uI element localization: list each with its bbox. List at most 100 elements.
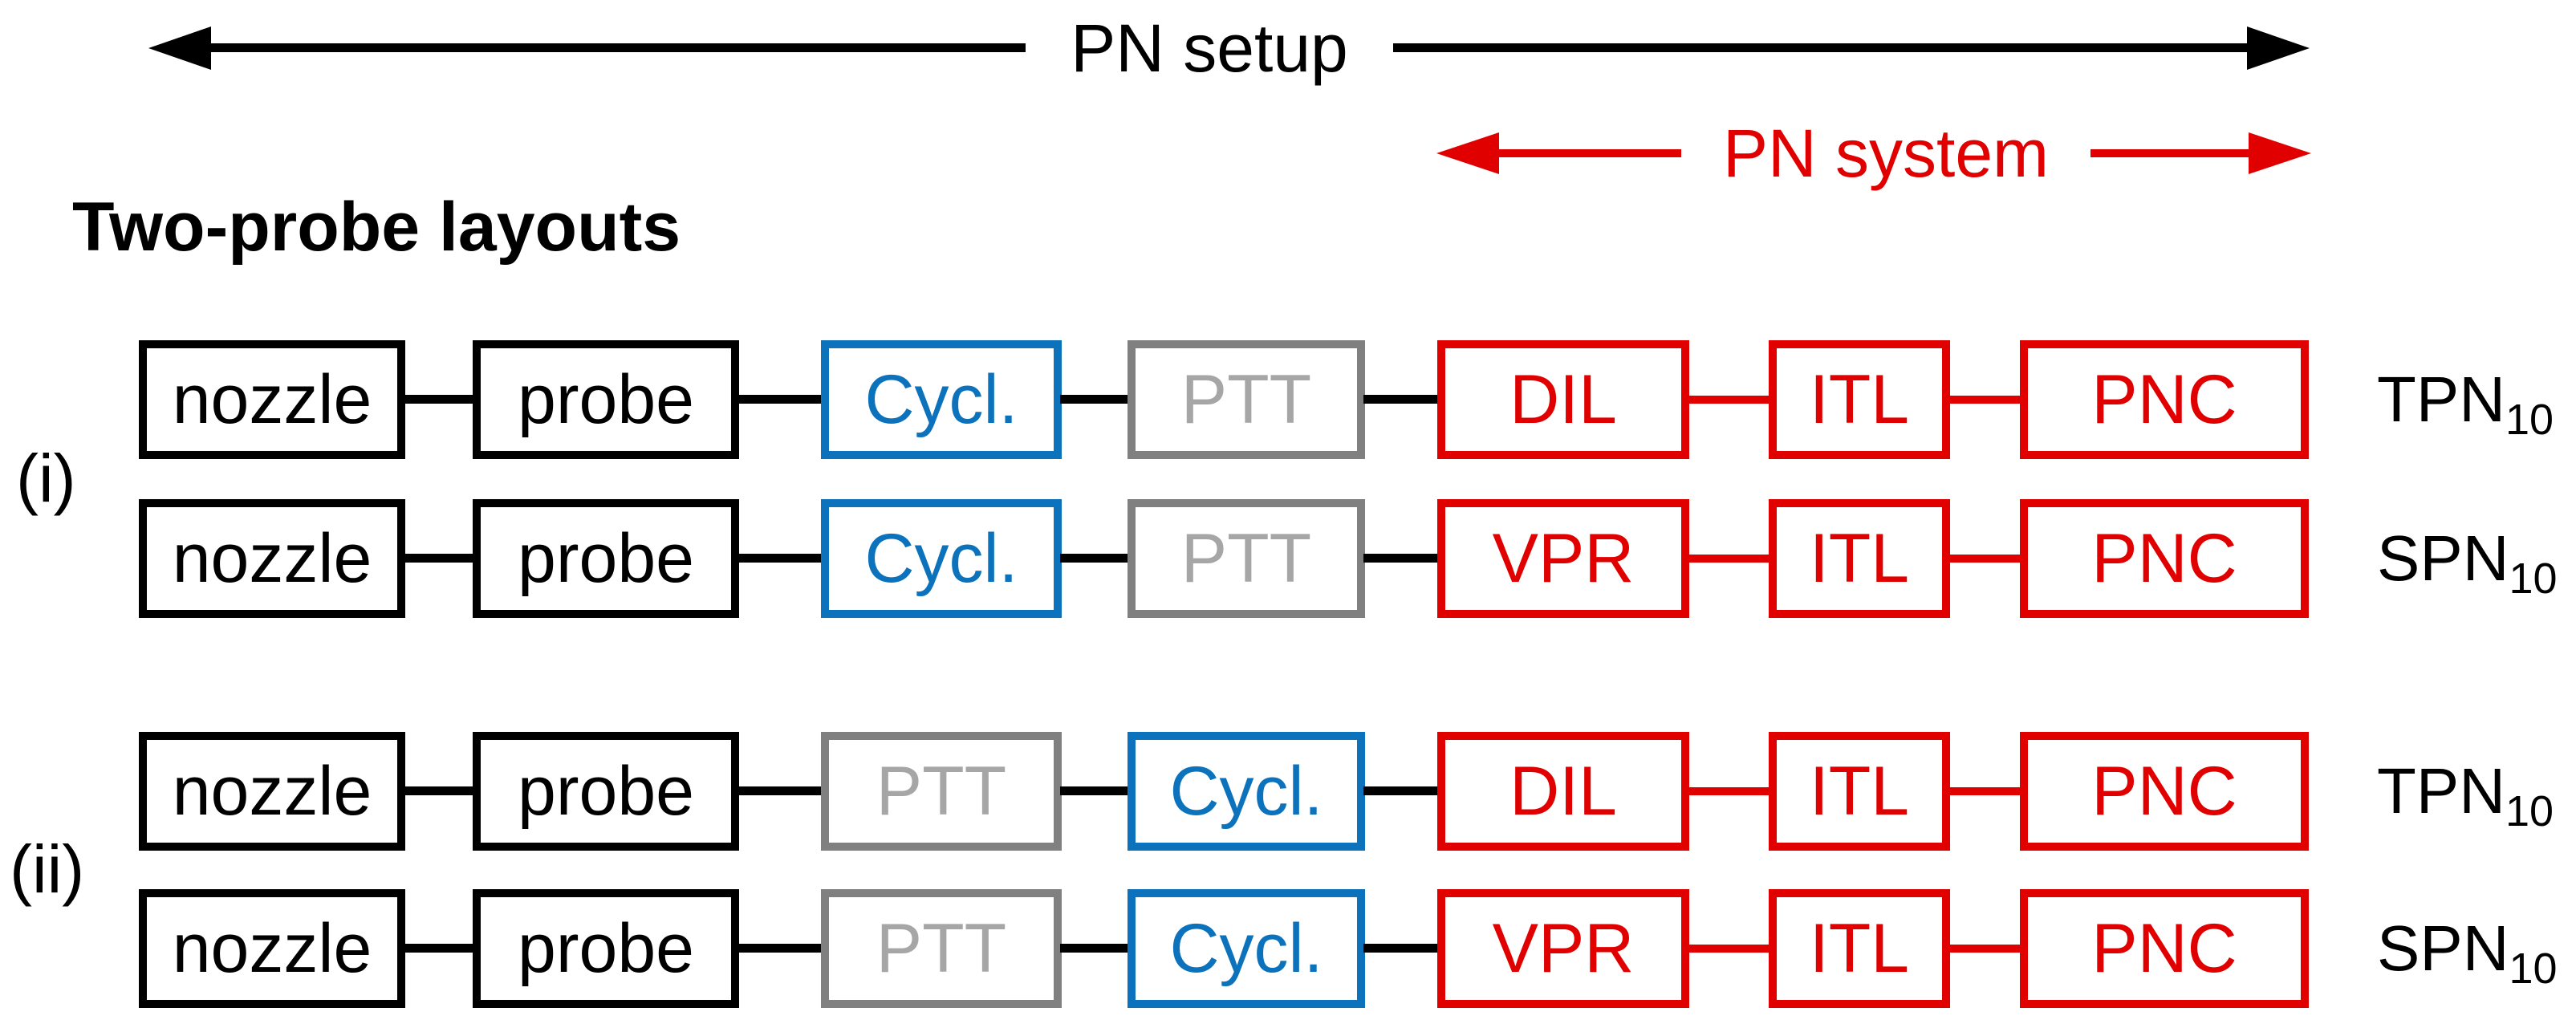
- section-label-ii: (ii): [10, 831, 85, 907]
- connector: [1948, 555, 2021, 563]
- connector: [1688, 396, 1770, 404]
- box-label: PNC: [2091, 753, 2237, 830]
- box-label: ITL: [1809, 753, 1910, 830]
- box-itl: ITL: [1769, 340, 1950, 459]
- row-label-tpn10: TPN10: [2377, 368, 2554, 442]
- connector: [1948, 945, 2021, 953]
- arrow-line: [207, 43, 1026, 52]
- flow-row-i-spn: nozzle probe Cycl. PTT VPR ITL PNC SPN10: [0, 499, 2576, 618]
- box-ptt: PTT: [1128, 499, 1365, 618]
- box-label: Cycl.: [864, 520, 1018, 597]
- connector: [1688, 787, 1770, 795]
- row-label-subscript: 10: [2505, 396, 2554, 444]
- connector: [1060, 554, 1129, 563]
- box-pnc: PNC: [2020, 732, 2309, 851]
- box-label: Cycl.: [864, 361, 1018, 438]
- box-nozzle: nozzle: [139, 889, 405, 1008]
- box-label: VPR: [1492, 910, 1635, 987]
- row-label-tpn10: TPN10: [2377, 759, 2554, 834]
- box-label: PNC: [2091, 520, 2237, 597]
- box-label: ITL: [1809, 361, 1910, 438]
- box-label: Cycl.: [1169, 753, 1323, 830]
- box-itl: ITL: [1769, 889, 1950, 1008]
- box-probe: probe: [473, 732, 739, 851]
- row-label-subscript: 10: [2509, 945, 2558, 993]
- box-nozzle: nozzle: [139, 732, 405, 851]
- box-itl: ITL: [1769, 732, 1950, 851]
- box-pnc: PNC: [2020, 499, 2309, 618]
- flow-row-ii-tpn: nozzle probe PTT Cycl. DIL ITL PNC TPN10: [0, 732, 2576, 851]
- connector: [404, 554, 474, 563]
- arrowhead-right-icon: [2247, 26, 2310, 70]
- box-dil: DIL: [1437, 340, 1689, 459]
- connector: [737, 944, 823, 953]
- box-label: PNC: [2091, 361, 2237, 438]
- box-label: nozzle: [172, 361, 372, 438]
- box-probe: probe: [473, 340, 739, 459]
- connector: [1363, 786, 1439, 795]
- arrow-line: [1393, 43, 2249, 52]
- box-label: nozzle: [172, 910, 372, 987]
- box-label: Cycl.: [1169, 910, 1323, 987]
- row-label-subscript: 10: [2509, 555, 2558, 603]
- box-cyclone: Cycl.: [821, 499, 1062, 618]
- box-label: PNC: [2091, 910, 2237, 987]
- pn-setup-label: PN setup: [1071, 10, 1348, 86]
- box-label: PTT: [1180, 361, 1312, 438]
- box-vpr: VPR: [1437, 889, 1689, 1008]
- row-label-text: TPN: [2377, 755, 2505, 827]
- connector: [1060, 786, 1129, 795]
- connector: [1363, 395, 1439, 404]
- box-label: probe: [518, 910, 694, 987]
- box-label: VPR: [1492, 520, 1635, 597]
- connector: [1688, 945, 1770, 953]
- box-cyclone: Cycl.: [1128, 732, 1365, 851]
- box-label: nozzle: [172, 753, 372, 830]
- row-label-spn10: SPN10: [2377, 526, 2558, 601]
- connector: [737, 554, 823, 563]
- row-label-text: SPN: [2377, 522, 2509, 594]
- box-label: DIL: [1509, 361, 1617, 438]
- box-ptt: PTT: [1128, 340, 1365, 459]
- connector: [1060, 944, 1129, 953]
- arrowhead-left-icon: [148, 26, 211, 70]
- box-label: PTT: [876, 910, 1007, 987]
- connector: [404, 944, 474, 953]
- box-label: probe: [518, 361, 694, 438]
- box-label: PTT: [1180, 520, 1312, 597]
- pn-system-label: PN system: [1722, 116, 2050, 191]
- connector: [737, 395, 823, 404]
- box-label: PTT: [876, 753, 1007, 830]
- row-label-subscript: 10: [2505, 787, 2554, 835]
- box-label: nozzle: [172, 520, 372, 597]
- connector: [1948, 396, 2021, 404]
- arrowhead-right-icon: [2249, 132, 2311, 174]
- box-ptt: PTT: [821, 889, 1062, 1008]
- connector: [1363, 944, 1439, 953]
- box-label: probe: [518, 520, 694, 597]
- box-cyclone: Cycl.: [821, 340, 1062, 459]
- box-vpr: VPR: [1437, 499, 1689, 618]
- box-label: ITL: [1809, 910, 1910, 987]
- connector: [1688, 555, 1770, 563]
- connector: [1060, 395, 1129, 404]
- arrowhead-left-icon: [1436, 132, 1499, 174]
- row-label-spn10: SPN10: [2377, 916, 2558, 991]
- connector: [404, 395, 474, 404]
- flow-row-i-tpn: nozzle probe Cycl. PTT DIL ITL PNC TPN10: [0, 340, 2576, 459]
- section-label-i: (i): [16, 441, 76, 516]
- row-label-text: TPN: [2377, 364, 2505, 435]
- box-probe: probe: [473, 889, 739, 1008]
- connector: [737, 786, 823, 795]
- box-probe: probe: [473, 499, 739, 618]
- arrow-line: [1495, 149, 1681, 157]
- box-itl: ITL: [1769, 499, 1950, 618]
- box-cyclone: Cycl.: [1128, 889, 1365, 1008]
- box-pnc: PNC: [2020, 340, 2309, 459]
- connector: [1948, 787, 2021, 795]
- box-pnc: PNC: [2020, 889, 2309, 1008]
- connector: [1363, 554, 1439, 563]
- box-label: probe: [518, 753, 694, 830]
- row-label-text: SPN: [2377, 912, 2509, 984]
